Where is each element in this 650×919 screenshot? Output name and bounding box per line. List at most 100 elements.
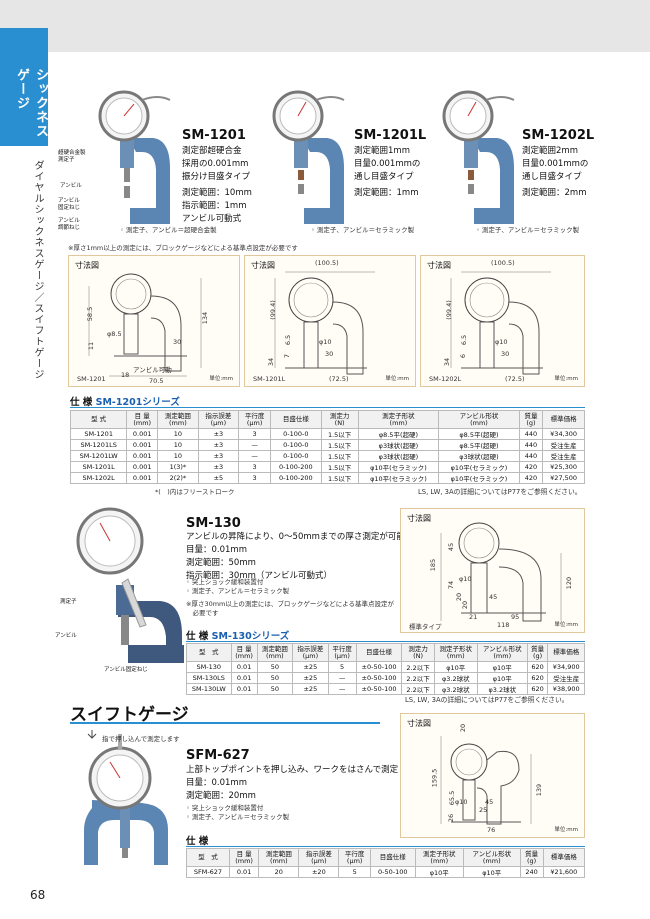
dimension-drawing [274, 271, 375, 375]
table-cell: 0.01 [230, 672, 258, 684]
table-cell: 受注生産 [542, 439, 585, 451]
table-header: 平行度 (μm) [327, 643, 357, 662]
table-cell: 2.2以下 [401, 661, 435, 673]
table-header: 測定力 (N) [401, 643, 435, 662]
table-header: 測定力 (N) [320, 410, 359, 429]
table-header: 指示誤差 (μm) [292, 643, 329, 662]
dimension-label: 11 [87, 341, 96, 351]
table-cell: — [238, 450, 272, 462]
table-cell: 3 [238, 472, 272, 484]
section-subtitle: ダイヤルシックネスゲージ／スイフトゲージ [32, 160, 43, 380]
dimension-drawing-box: 寸法図 (100.5) (99.4) 6.5 34 6 φ10 30 (72.5… [420, 255, 585, 387]
spec-label: 仕 様 [186, 836, 209, 847]
table-cell: φ10平(セラミック) [438, 472, 520, 484]
table-header: 指示誤差 (μm) [197, 410, 240, 429]
dimension-label: 20 [459, 723, 468, 733]
model-name: SM-1202L [522, 128, 595, 143]
dimension-label: 45 [485, 798, 494, 806]
table-cell: 10 [157, 450, 199, 462]
table-cell: 0.01 [230, 683, 258, 695]
table-cell: ±0-50-100 [355, 683, 403, 695]
dimension-label: 6.5 [460, 334, 469, 346]
dimension-drawing [88, 273, 202, 377]
table-cell: φ8.5平(超硬) [357, 428, 440, 440]
model-range: 測定範囲：10mm 指示範囲：1mm アンビル可動式 [182, 188, 252, 224]
table-cell: ¥38,900 [547, 683, 585, 695]
table-header: 目盛仕様 [270, 410, 322, 429]
table-cell: SM-1201LS [69, 439, 128, 451]
part-label: アンビル固定ねじ [104, 667, 148, 673]
dimension-drawing-box: 寸法図 185 45 74 φ10 20 20 45 120 21 95 118… [400, 508, 585, 633]
table-cell: φ8.5平(超硬) [438, 439, 520, 451]
dimension-title: 寸法図 [75, 261, 99, 270]
table-cell: φ3.2球状 [433, 683, 478, 695]
table-cell: 0.001 [126, 428, 159, 440]
table-cell: 0.01 [228, 866, 260, 878]
divider [70, 407, 585, 408]
table-cell: 3 [238, 428, 272, 440]
spec-label: 仕 様 [186, 631, 209, 642]
dimension-label: 34 [267, 357, 276, 367]
dimension-title: 寸法図 [407, 514, 431, 523]
unit-label: 単位:mm [554, 827, 578, 833]
table-header: 標準価格 [542, 848, 586, 867]
table-cell: 0.001 [126, 450, 159, 462]
dimension-title: 寸法図 [251, 261, 275, 270]
section-tab[interactable]: シックネスゲージ [0, 28, 48, 146]
dimension-label: (99.4) [444, 300, 453, 320]
table-cell: φ3.2球状 [433, 672, 478, 684]
dimension-title: 寸法図 [407, 719, 431, 728]
table-header: 測定範囲 (mm) [256, 643, 294, 662]
dimension-model-name: SM-1202L [429, 375, 462, 383]
table-cell: ¥25,300 [542, 461, 585, 473]
dimension-label: 58.5 [86, 306, 95, 322]
table-cell: ¥21,600 [542, 866, 586, 878]
table-cell: SM-130LS [186, 672, 232, 684]
table-cell: ±5 [197, 472, 240, 484]
table-cell: 620 [526, 661, 549, 673]
part-label: 測定子 [60, 599, 77, 605]
model-description: アンビルの昇降により、0〜50mmまでの厚さ測定が可能 目量：0.01mm 測定… [186, 532, 405, 581]
table-cell: 1.5以下 [320, 439, 359, 451]
table-cell: 受注生産 [542, 450, 585, 462]
table-cell: φ10平 [476, 672, 528, 684]
spec-table-sm1201: 型 式目 量 (mm)測定範囲 (mm)指示誤差 (μm)平行度 (μm)目盛仕… [69, 410, 585, 484]
dimension-label: (100.5) [491, 259, 515, 267]
model-footnote: ◦ 測定子、アンビル＝セラミック製 [311, 226, 415, 234]
table-cell: 0.001 [126, 439, 159, 451]
table-cell: 0.001 [126, 472, 159, 484]
dimension-drawing-box: 寸法図 (100.5) (99.4) 6.5 34 7 φ10 30 (72.5… [244, 255, 416, 387]
table-header: 測定範囲 (mm) [258, 848, 300, 867]
dimension-label: アンビル可動 [133, 366, 172, 374]
dimension-label: 30 [173, 338, 182, 346]
table-header: 測定範囲 (mm) [157, 410, 199, 429]
section-title: スイフトゲージ [70, 705, 189, 725]
unit-label: 単位:mm [554, 376, 578, 382]
table-cell: φ10平 [476, 661, 528, 673]
part-label: アンビル 調節ねじ [58, 218, 81, 231]
table-cell: ±20 [298, 866, 340, 878]
table-header: アンビル形状 (mm) [438, 410, 520, 429]
model-description: 測定部超硬合金 採用の0.001mm 振分け目盛タイプ [182, 146, 251, 182]
dimension-model-name: SM-1201 [77, 375, 106, 383]
spec-table-sfm627: 型 式目 量 (mm)測定範囲 (mm)指示誤差 (μm)平行度 (μm)目盛仕… [186, 848, 586, 878]
table-cell: 5 [327, 661, 357, 673]
model-name: SFM-627 [186, 748, 250, 763]
table-cell: φ10平(セラミック) [357, 461, 440, 473]
table-cell: ±25 [292, 672, 329, 684]
table-cell: 420 [518, 472, 544, 484]
table-header: アンビル形状 (mm) [476, 643, 528, 662]
table-cell: ±3 [197, 439, 240, 451]
unit-label: 単位:mm [209, 376, 233, 382]
table-header: アンビル形状 (mm) [463, 848, 521, 867]
dimension-label: 139 [535, 783, 544, 797]
table-header: 標準価格 [547, 643, 585, 662]
sidebar: シックネスゲージ ダイヤルシックネスゲージ／スイフトゲージ [0, 0, 48, 919]
table-header: 型 式 [186, 643, 232, 662]
caution-note: ※厚さ30mm以上の測定には、ブロックゲージなどによる基準点設定が 必要です [186, 600, 395, 617]
dimension-label: φ10 [455, 798, 468, 806]
dimension-label: 7 [283, 353, 292, 359]
dimension-label: φ8.5 [107, 330, 122, 338]
